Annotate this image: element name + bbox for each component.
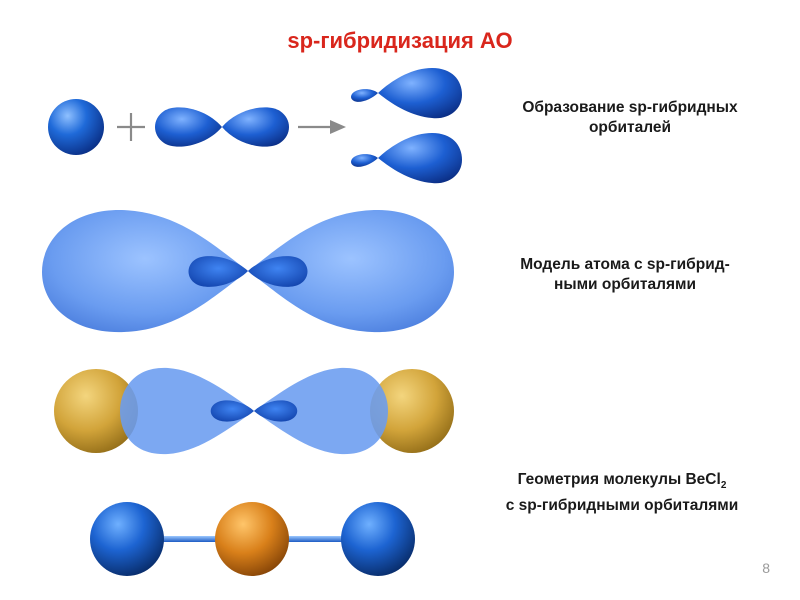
caption-geometry-subscript: 2 bbox=[720, 480, 727, 492]
chlorine-atom-right bbox=[370, 369, 454, 453]
caption-model-line2: ными орбиталями bbox=[553, 276, 697, 293]
chlorine-atom-left bbox=[54, 369, 138, 453]
caption-formation: Образование sp-гибридных орбиталей bbox=[480, 98, 780, 138]
bond-right bbox=[282, 536, 352, 542]
caption-formation-line2: орбиталей bbox=[588, 119, 672, 136]
caption-geometry-line2: с sp-гибридными орбиталями bbox=[505, 497, 739, 515]
slide-title: sp-гибридизация АО bbox=[287, 28, 513, 53]
sp-orbital-bottom bbox=[351, 133, 462, 184]
caption-model: Модель атома с sp-гибрид- ными орбиталям… bbox=[470, 255, 780, 295]
beryllium-ball bbox=[215, 502, 289, 576]
caption-geometry: Геометрия молекулы BeCl2 с sp-гибридными… bbox=[452, 470, 792, 516]
arrow-icon bbox=[298, 120, 346, 134]
becl2-orbital-overlap bbox=[54, 367, 454, 455]
plus-sign bbox=[117, 113, 145, 141]
caption-geometry-line1: Геометрия молекулы BeCl2 bbox=[452, 470, 792, 496]
caption-geometry-formula: Геометрия молекулы BeCl bbox=[517, 471, 721, 488]
sp-orbital-top bbox=[351, 68, 462, 119]
page-number: 8 bbox=[762, 560, 770, 576]
caption-formation-line1: Образование sp-гибридных bbox=[522, 99, 738, 116]
sp-hybrid-atom-model bbox=[42, 209, 454, 333]
caption-model-line1: Модель атома с sp-гибрид- bbox=[520, 256, 730, 273]
p-orbital bbox=[155, 107, 289, 147]
chlorine-ball-right bbox=[341, 502, 415, 576]
chlorine-ball-left bbox=[90, 502, 164, 576]
s-orbital bbox=[48, 99, 104, 155]
becl2-ball-stick-model bbox=[90, 502, 415, 576]
bond-left bbox=[155, 536, 225, 542]
